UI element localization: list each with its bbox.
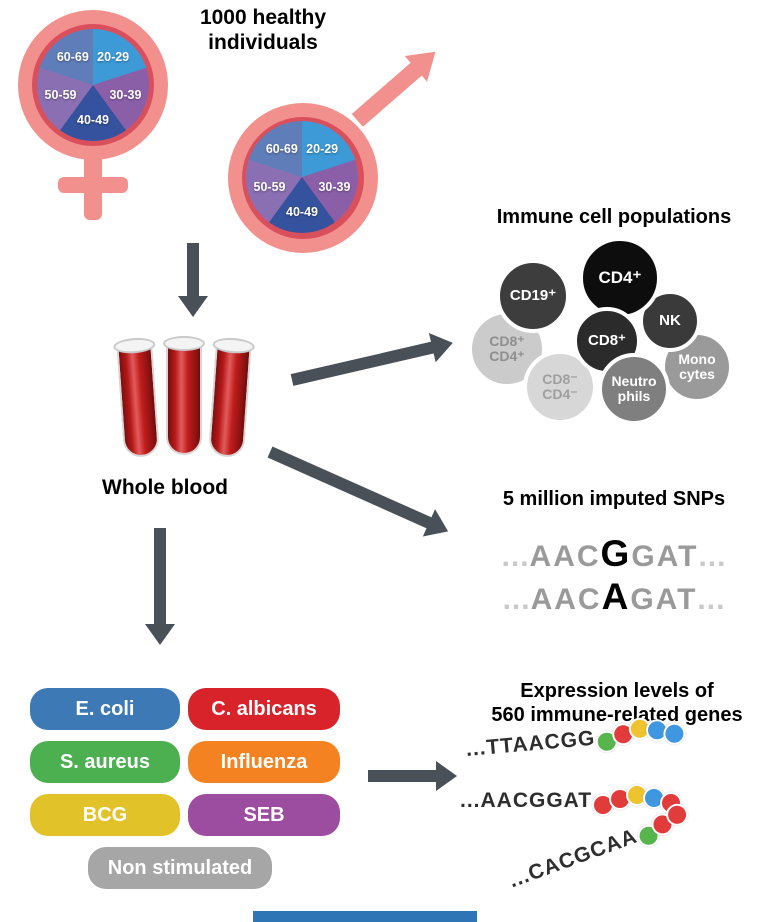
sequence-suffix: GAT <box>630 583 698 616</box>
age-label-60-69: 60-69 <box>56 50 89 64</box>
sequence-dots: ... <box>502 583 531 616</box>
snp-variant-letter: A <box>601 576 631 617</box>
stimulus-pill-non-stimulated: Non stimulated <box>88 847 272 889</box>
snp-variant-letter: G <box>600 533 632 574</box>
expression-title: Expression levels of 560 immune-related … <box>491 680 743 726</box>
snp-sequence-alt: ...AACAGAT... <box>453 578 771 615</box>
sequence-dots: ... <box>501 540 530 573</box>
stimulus-pill-e-coli: E. coli <box>30 688 180 730</box>
cell-circle-monocytes: Mono cytes <box>661 331 733 403</box>
gene-sequence-text: ...CACGCAA <box>505 824 641 893</box>
stimulus-label: SEB <box>243 803 285 826</box>
snps-title: 5 million imputed SNPs <box>502 488 726 510</box>
snp-sequence-ref: ...AACGGAT... <box>453 535 771 572</box>
sequence-dots: ... <box>698 540 727 573</box>
age-label-20-29: 20-29 <box>306 142 339 156</box>
cell-circle-neutrophils: Neutro phils <box>598 353 670 425</box>
female-age-pie: 20-29 30-39 40-49 50-59 60-69 <box>37 29 149 141</box>
stimulus-pill-bcg: BCG <box>30 794 180 836</box>
stimulus-label: Non stimulated <box>107 856 253 879</box>
stimulus-pill-s-aureus: S. aureus <box>30 741 180 783</box>
cell-circle-cd19: CD19⁺ <box>496 259 570 333</box>
age-label-20-29: 20-29 <box>97 50 130 64</box>
male-symbol-arrow <box>351 38 447 127</box>
gene-sequence-text: ...AACGGAT <box>460 789 593 812</box>
blood-tube-icon <box>163 336 205 456</box>
gene-sequence-row-3: ...CACGCAA <box>505 800 694 893</box>
whole-blood-label: Whole blood <box>102 476 228 499</box>
blood-tube-icon <box>207 336 256 459</box>
age-label-30-39: 30-39 <box>318 180 351 195</box>
age-label-60-69: 60-69 <box>265 142 298 156</box>
age-label-40-49: 40-49 <box>77 112 109 127</box>
age-label-50-59: 50-59 <box>44 88 77 103</box>
arrow-to-snps-icon <box>267 446 455 546</box>
stimulus-label: E. coli <box>75 697 135 720</box>
stimulus-pill-influenza: Influenza <box>188 741 340 783</box>
cropped-bottom-bar <box>253 911 477 922</box>
stimulus-label: S. aureus <box>59 750 151 773</box>
gene-bead <box>662 721 687 746</box>
stimulus-label: Influenza <box>220 750 308 773</box>
gene-sequence-text: ...TTAACGG <box>464 726 597 761</box>
sequence-suffix: GAT <box>631 540 699 573</box>
arrow-to-immune-cells-icon <box>290 328 457 386</box>
figure-title: 1000 healthy individuals <box>199 6 327 54</box>
stimulus-label: BCG <box>82 803 128 826</box>
immune-populations-title: Immune cell populations <box>496 206 732 228</box>
age-label-30-39: 30-39 <box>109 88 142 103</box>
cell-circle-cd4: CD4⁺ <box>579 237 661 319</box>
cell-circle-cd8neg-cd4neg: CD8⁻ CD4⁻ <box>523 350 597 424</box>
stimulus-pill-c-albicans: C. albicans <box>188 688 340 730</box>
age-label-40-49: 40-49 <box>286 204 318 219</box>
blood-tube-icon <box>112 336 161 459</box>
male-age-pie: 20-29 30-39 40-49 50-59 60-69 <box>246 121 358 233</box>
stimulus-label: C. albicans <box>211 697 317 720</box>
stimulus-pill-seb: SEB <box>188 794 340 836</box>
age-label-50-59: 50-59 <box>253 180 286 195</box>
sequence-dots: ... <box>697 583 726 616</box>
sequence-prefix: AAC <box>529 540 601 573</box>
sequence-prefix: AAC <box>530 583 602 616</box>
gene-sequence-row-2: ...AACGGAT <box>460 784 683 816</box>
female-symbol-crossbar <box>58 177 128 193</box>
